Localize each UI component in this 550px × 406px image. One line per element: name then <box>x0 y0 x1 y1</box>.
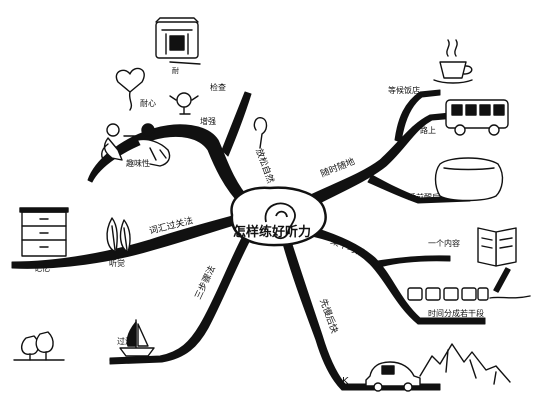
label-filter: 过滤 <box>117 336 133 346</box>
branch-upper-left <box>87 124 251 207</box>
mountains-icon <box>419 343 511 385</box>
label-patience: 耐心 <box>140 98 156 108</box>
center-label: 怎样练好听力 <box>233 224 311 240</box>
car-icon <box>365 361 421 392</box>
open-book-icon <box>477 227 517 267</box>
label-time-segments: 时间分成若干段 <box>428 308 484 318</box>
center-bubble <box>230 186 327 247</box>
branch-label-focused-time: 集中时段 <box>329 235 367 260</box>
label-wait-restaurant: 等候饭店 <box>388 85 420 95</box>
label-enhance: 增强 <box>200 116 216 126</box>
people-icon <box>101 123 171 167</box>
bird-icon <box>169 92 199 115</box>
bus-icon <box>445 99 509 136</box>
label-before-sleep: 睡前醒后 <box>408 192 440 202</box>
branch-bottom <box>281 237 441 391</box>
branch-label-slow-then-fast: 先慢后快 <box>317 297 341 335</box>
branch-lower-right-top <box>371 255 451 269</box>
branch-left <box>11 213 245 269</box>
label-check: 检查 <box>210 82 226 92</box>
label-fun: 趣味性 <box>126 158 150 168</box>
radio-icon: 耐 <box>155 17 201 75</box>
heart-balloon-icon <box>115 67 145 111</box>
branch-upper-right-top <box>394 89 441 143</box>
cassette-row-icon <box>407 287 531 301</box>
pen-icon <box>493 267 511 293</box>
cabinet-icon <box>19 207 69 257</box>
center-node: 怎样练好听力 <box>230 186 327 247</box>
branch-lower-right <box>311 227 486 325</box>
sailboat-icon <box>109 319 169 361</box>
radio-caption: 耐 <box>172 66 179 75</box>
branch-label-relax: 放松自然 <box>253 147 277 185</box>
branch-lower-left <box>109 231 253 365</box>
branch-upper-left-top <box>221 91 252 157</box>
label-k: K <box>342 376 349 387</box>
label-on-road: 路上 <box>420 125 436 135</box>
label-one-content: 一个内容 <box>428 238 460 248</box>
label-memory: 记忆 <box>34 263 50 273</box>
leaves-icon <box>106 217 131 253</box>
pillow-icon <box>434 157 504 202</box>
trees-icon <box>13 331 65 361</box>
sketches: 耐 <box>13 17 531 392</box>
earphone-icon <box>253 117 268 149</box>
coffee-cup-icon <box>433 39 473 84</box>
label-hearing: 听觉 <box>109 258 125 268</box>
ear-icon <box>264 202 296 240</box>
child-labels: 等候饭店 路上 睡前醒后 一个内容 时间分成若干段 K 过滤 记忆 听觉 耐心 … <box>34 82 484 387</box>
branch-label-three-steps: 三步骤法 <box>192 264 218 302</box>
